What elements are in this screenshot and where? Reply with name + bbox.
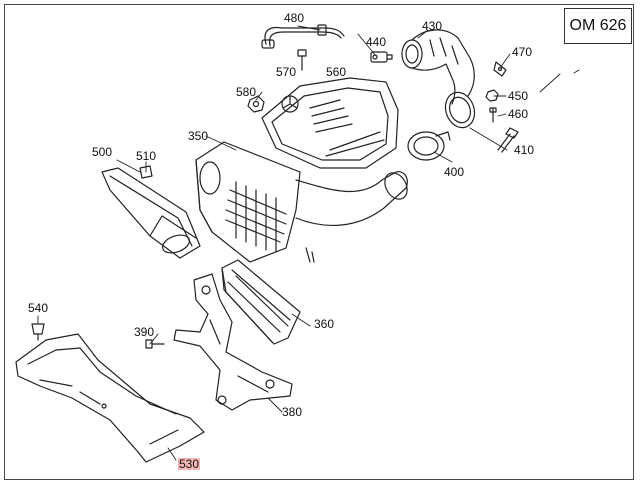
engine-code-badge: OM 626 xyxy=(564,8,632,44)
bracket-380 xyxy=(173,273,293,411)
callout-510: 510 xyxy=(136,149,157,163)
callout-410: 410 xyxy=(514,143,535,157)
filter-element-360 xyxy=(221,259,301,345)
clip-510 xyxy=(139,165,153,179)
callout-380: 380 xyxy=(282,405,303,419)
callout-400: 400 xyxy=(444,165,465,179)
callout-390: 390 xyxy=(134,325,155,339)
air-filter-housing-350 xyxy=(195,141,408,263)
callout-560: 560 xyxy=(326,65,347,79)
hose-480 xyxy=(261,24,345,49)
callout-500: 500 xyxy=(92,145,113,159)
diagram-frame xyxy=(4,4,634,480)
callout-570: 570 xyxy=(276,65,297,79)
clamp-400 xyxy=(407,131,451,161)
callout-580: 580 xyxy=(236,85,257,99)
duct-500 xyxy=(101,167,201,259)
callout-440: 440 xyxy=(366,35,387,49)
callout-350: 350 xyxy=(188,129,209,143)
bracket-470 xyxy=(493,61,507,77)
nut-580 xyxy=(247,95,265,113)
callout-470: 470 xyxy=(512,45,533,59)
leader-lines xyxy=(37,25,580,461)
cover-panel-530 xyxy=(15,333,205,463)
callout-530-highlighted[interactable]: 530 xyxy=(178,457,201,471)
bolt-570 xyxy=(297,49,307,71)
intake-pipe-430 xyxy=(401,29,476,129)
callout-450: 450 xyxy=(508,89,529,103)
callout-360: 360 xyxy=(314,317,335,331)
engine-cover-560 xyxy=(261,77,399,169)
callout-540: 540 xyxy=(28,301,49,315)
clip-540 xyxy=(31,323,45,341)
sensor-440 xyxy=(370,51,393,63)
callout-430: 430 xyxy=(422,19,443,33)
callout-480: 480 xyxy=(284,11,305,25)
bolt-390 xyxy=(145,339,165,349)
fasteners-450-460-410 xyxy=(485,89,519,153)
callout-460: 460 xyxy=(508,107,529,121)
